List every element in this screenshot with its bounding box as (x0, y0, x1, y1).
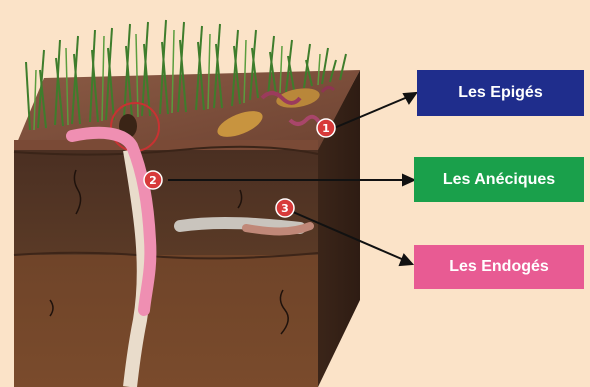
label-aneciques: Les Anéciques (414, 157, 584, 202)
marker-1: 1 (317, 119, 335, 137)
marker-number: 3 (281, 202, 289, 215)
soil-layer-deep (14, 255, 318, 387)
marker-number: 1 (322, 122, 330, 135)
marker-3: 3 (276, 199, 294, 217)
soil-layer-middle (14, 150, 318, 255)
marker-number: 2 (149, 174, 157, 187)
label-epiges: Les Epigés (417, 70, 584, 116)
endogeic-burrow (180, 223, 300, 228)
label-endoges: Les Endogés (414, 245, 584, 289)
topsoil-surface (14, 70, 360, 150)
marker-2: 2 (144, 171, 162, 189)
